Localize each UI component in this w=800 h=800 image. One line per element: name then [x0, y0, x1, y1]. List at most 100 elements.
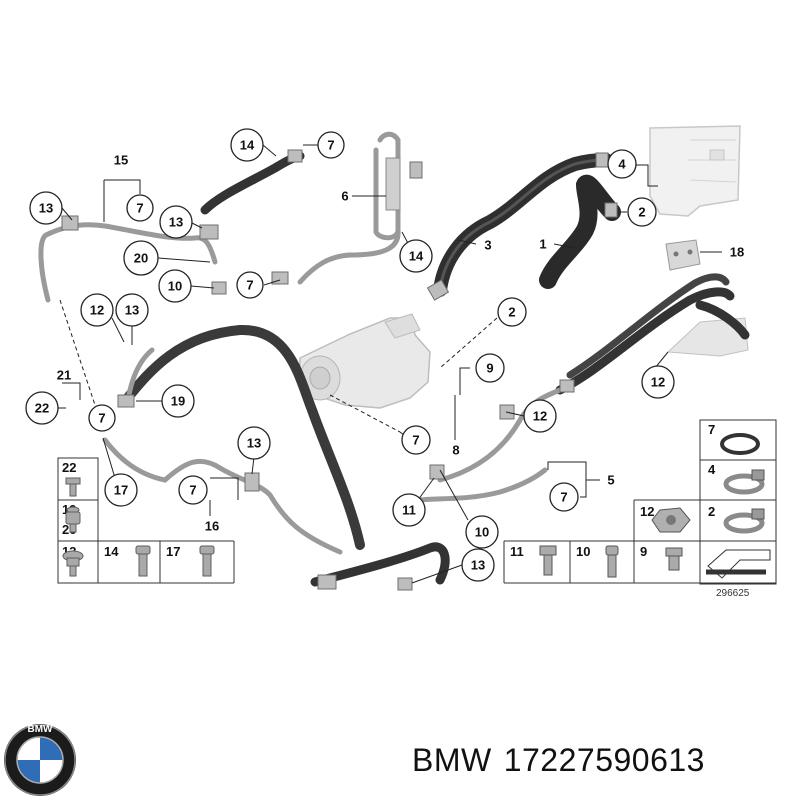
callout-label: 22 — [35, 401, 49, 416]
bmw-logo: BMW — [4, 724, 76, 796]
right-table-9: 9 — [640, 544, 647, 559]
leader-12a — [111, 317, 125, 343]
callout-circle — [126, 194, 154, 222]
callout-label: 4 — [618, 157, 626, 172]
callout-c-5: 5 — [607, 473, 614, 488]
callout-label: 7 — [327, 138, 334, 153]
callout-circle — [158, 269, 192, 303]
callout-c-12b: 12 — [523, 399, 557, 433]
left-table-22: 22 — [62, 460, 76, 475]
callout-label: 13 — [247, 436, 261, 451]
callout-label: 12 — [651, 375, 665, 390]
left-table-14: 14 — [104, 544, 119, 559]
callout-c-13e: 13 — [461, 548, 495, 582]
svg-text:BMW: BMW — [28, 724, 54, 735]
callout-circle — [607, 149, 637, 179]
callout-label: 10 — [168, 279, 182, 294]
callout-c-7d: 7 — [88, 404, 116, 432]
leader-7e-a — [329, 394, 401, 433]
fittings-part — [61, 149, 618, 591]
callout-c-19: 19 — [161, 384, 195, 418]
callout-label: 10 — [475, 525, 489, 540]
callout-c-9: 9 — [475, 353, 505, 383]
leader-10b — [439, 469, 469, 521]
callout-label: 7 — [412, 433, 419, 448]
callout-c-13c: 13 — [115, 293, 149, 327]
left-table-17: 17 — [166, 544, 180, 559]
callout-c-7e: 7 — [401, 425, 431, 455]
callout-c-11: 11 — [392, 493, 426, 527]
right-hardware-table: 7 4 12 2 11 10 9 — [503, 419, 777, 585]
callout-c-2b: 2 — [497, 297, 527, 327]
callout-circle — [523, 399, 557, 433]
callout-c-15: 15 — [114, 153, 128, 168]
callout-c-3: 3 — [484, 238, 491, 253]
callout-circle — [80, 293, 114, 327]
callout-c-7f: 7 — [178, 475, 208, 505]
callout-label: 13 — [39, 201, 53, 216]
callout-label: 3 — [484, 238, 491, 253]
callout-c-16: 16 — [205, 519, 219, 534]
leader-17 — [102, 437, 116, 479]
callout-circle — [161, 384, 195, 418]
callout-c-7a: 7 — [317, 131, 345, 159]
leader-20 — [157, 257, 211, 263]
right-table-7: 7 — [708, 422, 715, 437]
callout-label: 5 — [607, 473, 614, 488]
callout-c-14a: 14 — [230, 128, 264, 162]
callout-label: 14 — [409, 249, 424, 264]
callout-circle — [236, 271, 264, 299]
callout-label: 21 — [57, 368, 71, 383]
callout-label: 8 — [452, 443, 459, 458]
callout-c-6: 6 — [341, 189, 348, 204]
callout-circle — [237, 426, 271, 460]
callout-label: 17 — [114, 483, 128, 498]
callout-circle — [317, 131, 345, 159]
callout-label: 18 — [730, 245, 744, 260]
callout-label: 13 — [169, 215, 183, 230]
callout-label: 7 — [98, 411, 105, 426]
callout-c-2a: 2 — [627, 197, 657, 227]
callout-circle — [627, 197, 657, 227]
leader-14a — [262, 144, 277, 157]
callout-c-7g: 7 — [549, 482, 579, 512]
callout-label: 13 — [125, 303, 139, 318]
callout-label: 16 — [205, 519, 219, 534]
callout-label: 2 — [638, 205, 645, 220]
right-table-parts — [539, 433, 771, 579]
callout-c-17: 17 — [104, 473, 138, 507]
part-number: 17227590613 — [503, 742, 705, 778]
diagram-id: 296625 — [716, 588, 750, 599]
callout-c-12c: 12 — [641, 365, 675, 399]
callout-label: 13 — [471, 558, 485, 573]
callouts-group: 14 7 15 7 13 13 20 6 14 4 2 3 11 8 10 7 2 12 13 9 12 21 19 22 7 1… — [25, 128, 744, 582]
callout-circle — [392, 493, 426, 527]
callout-label: 6 — [341, 189, 348, 204]
callout-circle — [25, 391, 59, 425]
parts-drawing — [38, 125, 750, 591]
callout-circle — [115, 293, 149, 327]
callout-label: 11 — [402, 503, 416, 518]
callout-circle — [123, 240, 159, 276]
leader-2b — [439, 317, 498, 369]
leader-7g-5 — [547, 461, 587, 498]
leader-13d — [251, 456, 255, 475]
callout-circle — [641, 365, 675, 399]
callout-label: 7 — [189, 483, 196, 498]
callout-c-10a: 10 — [158, 269, 192, 303]
callout-c-20: 20 — [123, 240, 159, 276]
callout-c-21: 21 — [57, 368, 71, 383]
callout-label: 2 — [508, 305, 515, 320]
leader-7c — [263, 279, 281, 286]
bracket-part — [665, 239, 701, 271]
callout-c-14b: 14 — [399, 239, 433, 273]
leader-1 — [553, 243, 576, 249]
right-table-10: 10 — [576, 544, 590, 559]
callout-circle — [465, 515, 499, 549]
leader-12b — [505, 411, 525, 417]
callout-c-12a: 12 — [80, 293, 114, 327]
callout-label: 7 — [246, 278, 253, 293]
callout-c-22: 22 — [25, 391, 59, 425]
